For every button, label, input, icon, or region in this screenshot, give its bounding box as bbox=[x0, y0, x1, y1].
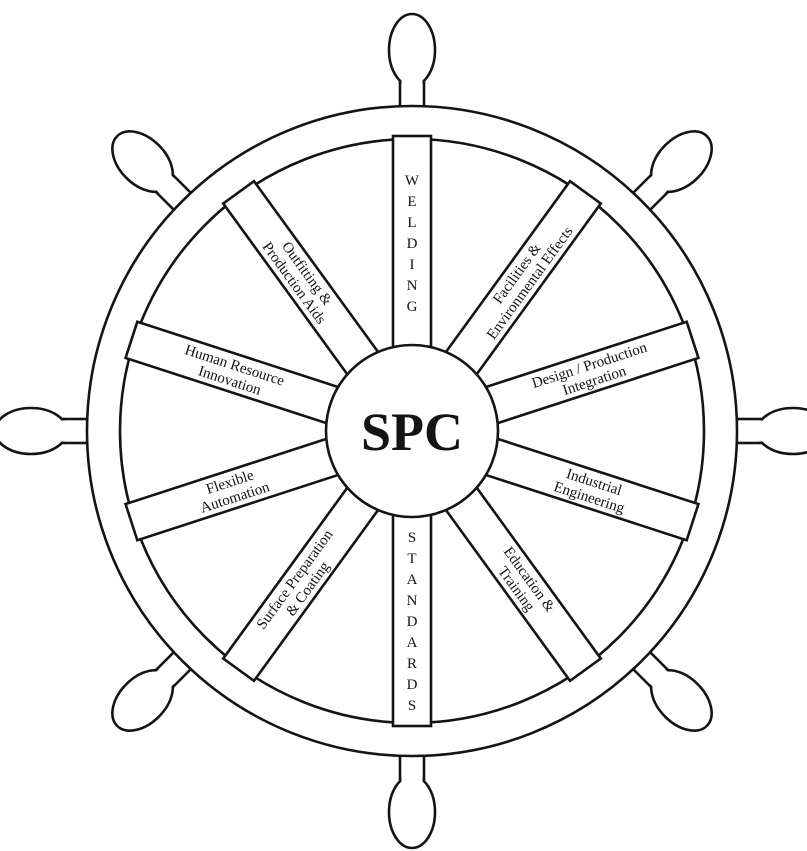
wheel-hub: SPC bbox=[326, 345, 498, 517]
center-label: SPC bbox=[361, 402, 463, 462]
